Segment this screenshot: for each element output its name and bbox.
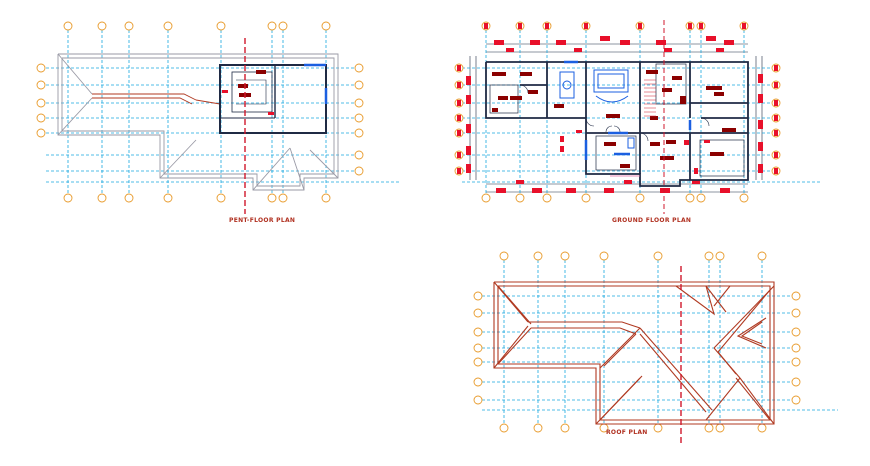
roof-ridges bbox=[493, 281, 775, 425]
roof-plan-title: ROOF PLAN bbox=[606, 429, 648, 436]
ground-door-swings bbox=[519, 84, 710, 142]
ground-floor-plan-title: GROUND FLOOR PLAN bbox=[612, 217, 692, 224]
ground-floor-plan bbox=[454, 20, 820, 214]
ground-red-markers bbox=[560, 130, 710, 174]
ground-bubble-markers bbox=[457, 23, 778, 174]
pent-roof-outline bbox=[57, 53, 339, 191]
pent-floor-plan bbox=[36, 21, 400, 214]
ground-room-tags bbox=[492, 70, 736, 168]
roof-grid-bubbles bbox=[473, 251, 801, 433]
ground-living-furniture bbox=[559, 69, 635, 149]
ground-stair bbox=[644, 79, 656, 117]
roof-grid-vertical bbox=[503, 260, 763, 424]
roof-grid-horizontal bbox=[482, 295, 838, 411]
pent-roof-ridge bbox=[92, 93, 221, 105]
ground-dimension-tags bbox=[466, 36, 763, 193]
ground-blue-walls bbox=[564, 60, 692, 160]
pent-grid-bubbles bbox=[36, 21, 364, 203]
pent-building bbox=[219, 63, 328, 134]
roof-plan bbox=[473, 251, 838, 444]
pent-floor-plan-title: PENT-FLOOR PLAN bbox=[229, 217, 296, 224]
ground-walls bbox=[485, 61, 749, 187]
